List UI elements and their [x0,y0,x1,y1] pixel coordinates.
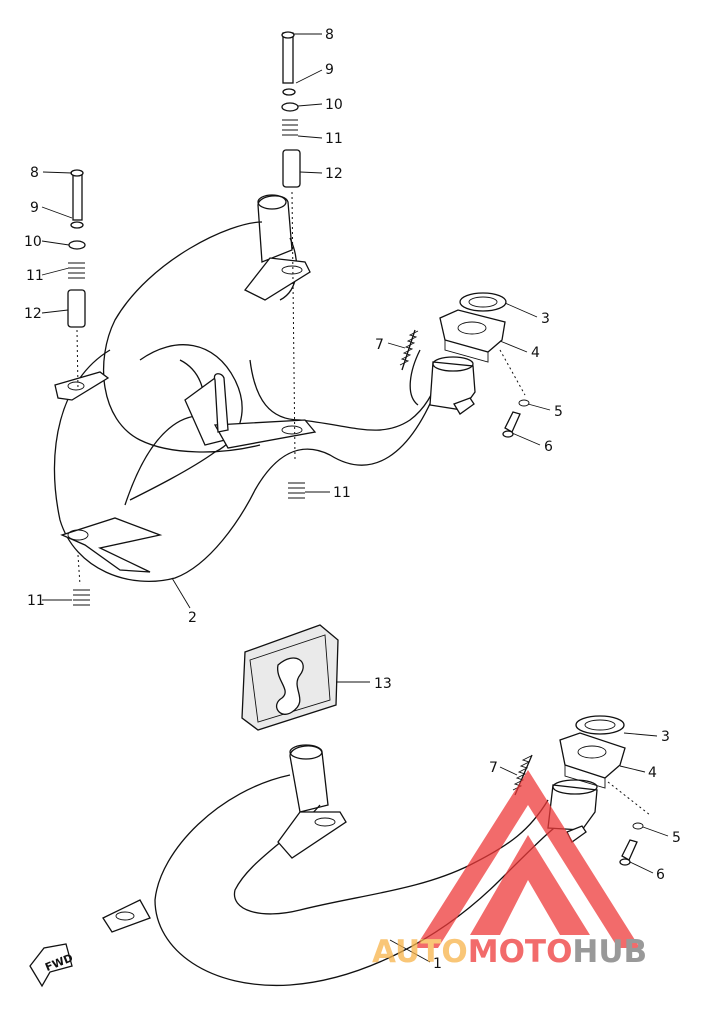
upper-left-hardware-stack [67,169,86,586]
gasket-13 [241,624,339,731]
callout-9-upper-left: 9 [30,200,39,216]
upper-flange-parts [399,292,530,438]
callout-1: 1 [433,956,442,972]
watermark-auto: AUTO [372,934,468,970]
callout-5-lower: 5 [672,830,681,846]
callout-4-lower: 4 [648,765,657,781]
lower-flange-parts [499,349,651,866]
callout-2: 2 [188,610,197,626]
watermark-triangle [415,770,640,948]
automotohub-watermark: AUTOMOTOHUB [372,770,647,970]
callout-3-upper: 3 [541,311,550,327]
fwd-arrow: FWD [29,943,75,988]
watermark-moto: MOTO [468,934,573,970]
callout-7-upper: 7 [375,337,384,353]
lower-rubber-dampers [73,482,305,606]
callout-10-upper-right: 10 [325,97,343,113]
callout-3-lower: 3 [661,729,670,745]
callout-6-upper: 6 [544,439,553,455]
callout-5-upper: 5 [554,404,563,420]
callout-10-upper-left: 10 [24,234,42,250]
callout-11-lower-left: 11 [27,593,45,609]
watermark-hub: HUB [572,934,647,970]
callout-9-upper-right: 9 [325,62,334,78]
callout-12-upper-right: 12 [325,166,343,182]
callout-7-lower: 7 [489,760,498,776]
svg-text:AUTOMOTOHUB: AUTOMOTOHUB [372,934,647,970]
callout-8-upper-left: 8 [30,165,39,181]
upper-exhaust-assembly [53,194,476,582]
callout-4-upper: 4 [531,345,540,361]
callout-8-upper-right: 8 [325,27,334,43]
callout-12-upper-left: 12 [24,306,42,322]
callout-6-lower: 6 [656,867,665,883]
lower-exhaust-pipe [102,744,598,987]
callout-11-upper-left: 11 [26,268,44,284]
callout-labels: 8 9 10 11 12 8 9 10 11 12 3 4 7 5 6 11 1… [24,27,681,972]
callout-11-upper-right: 11 [325,131,343,147]
leader-lines [41,33,669,963]
callout-11-middle: 11 [333,485,351,501]
upper-right-hardware-stack [281,31,301,461]
callout-13: 13 [374,676,392,692]
